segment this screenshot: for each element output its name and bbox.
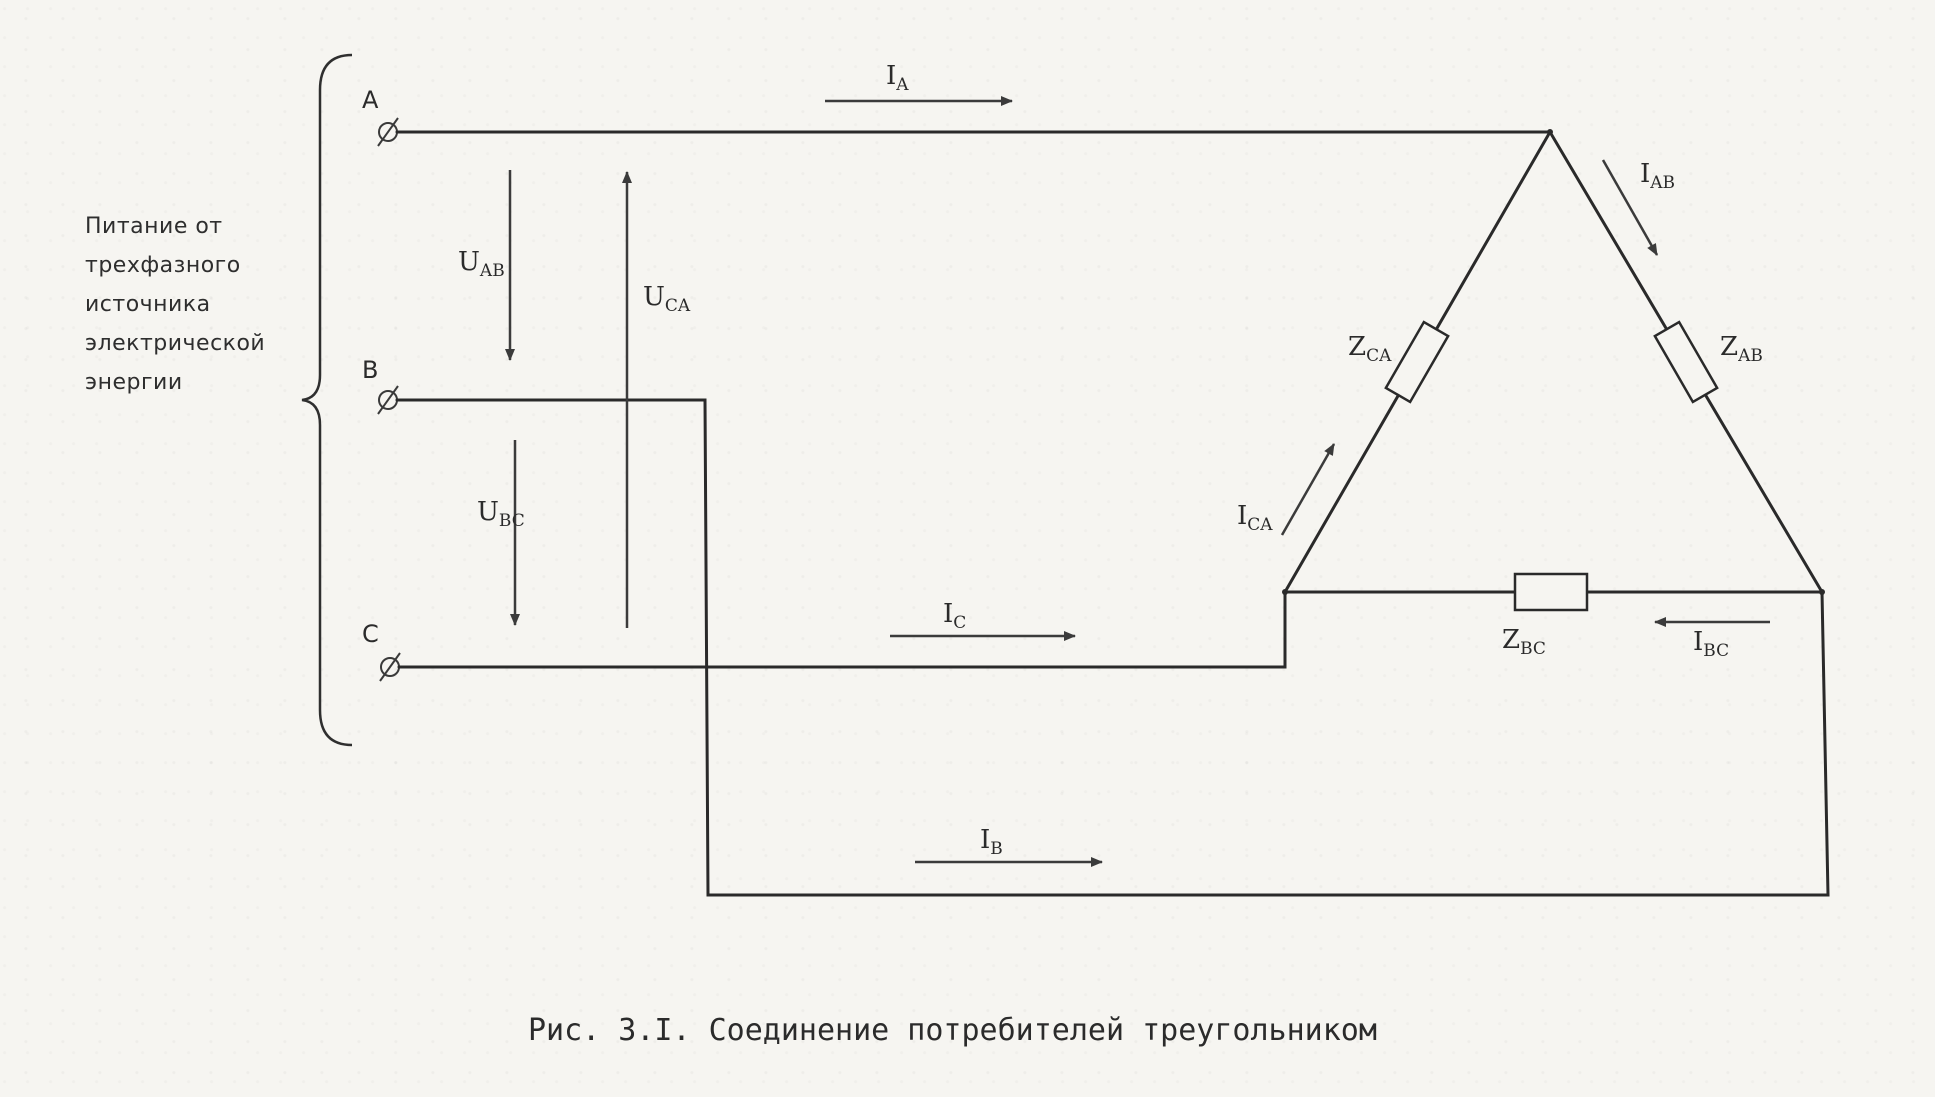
i-ca-label: ICA [1237, 501, 1273, 535]
i-c-label: IC [943, 599, 966, 633]
z-ca-label: ZCA [1348, 332, 1392, 366]
i-a-label: IA [886, 61, 909, 95]
terminal-b: B [362, 356, 399, 415]
figure-caption: Рис. 3.I. Соединение потребителей треуго… [528, 1013, 1377, 1048]
source-brace [301, 53, 353, 747]
u-ab-label: UAB [458, 247, 505, 281]
terminal-a-label: A [362, 86, 379, 114]
source-note-line-2: трехфазного [85, 253, 241, 278]
z-bc-label: ZBC [1502, 625, 1546, 659]
delta-load [1282, 129, 1825, 612]
source-note-line-3: источника [85, 292, 211, 317]
terminal-c-label: C [362, 620, 379, 648]
u-ca-label: UCA [643, 282, 691, 316]
impedance-ca [1384, 320, 1450, 404]
line-c-wire [397, 590, 1287, 669]
source-note: Питание от трехфазного источника электри… [85, 214, 265, 395]
i-ab-arrow [1601, 159, 1659, 256]
wiring [395, 130, 1830, 897]
u-bc-label: UBC [477, 497, 525, 531]
i-b-label: IB [980, 825, 1003, 859]
terminal-b-label: B [362, 356, 378, 384]
i-ab-label: IAB [1640, 159, 1675, 193]
impedance-ab [1653, 320, 1719, 404]
i-bc-label: IBC [1693, 627, 1729, 661]
impedance-bc [1513, 572, 1589, 612]
i-ca-arrow [1280, 443, 1336, 536]
z-ab-label: ZAB [1720, 332, 1763, 366]
terminal-a: A [362, 86, 399, 147]
source-note-line-5: энергии [85, 370, 183, 395]
line-b-wire [395, 398, 1830, 897]
source-note-line-1: Питание от [85, 214, 223, 239]
terminal-c: C [362, 620, 401, 682]
source-note-line-4: электрической [85, 331, 265, 356]
